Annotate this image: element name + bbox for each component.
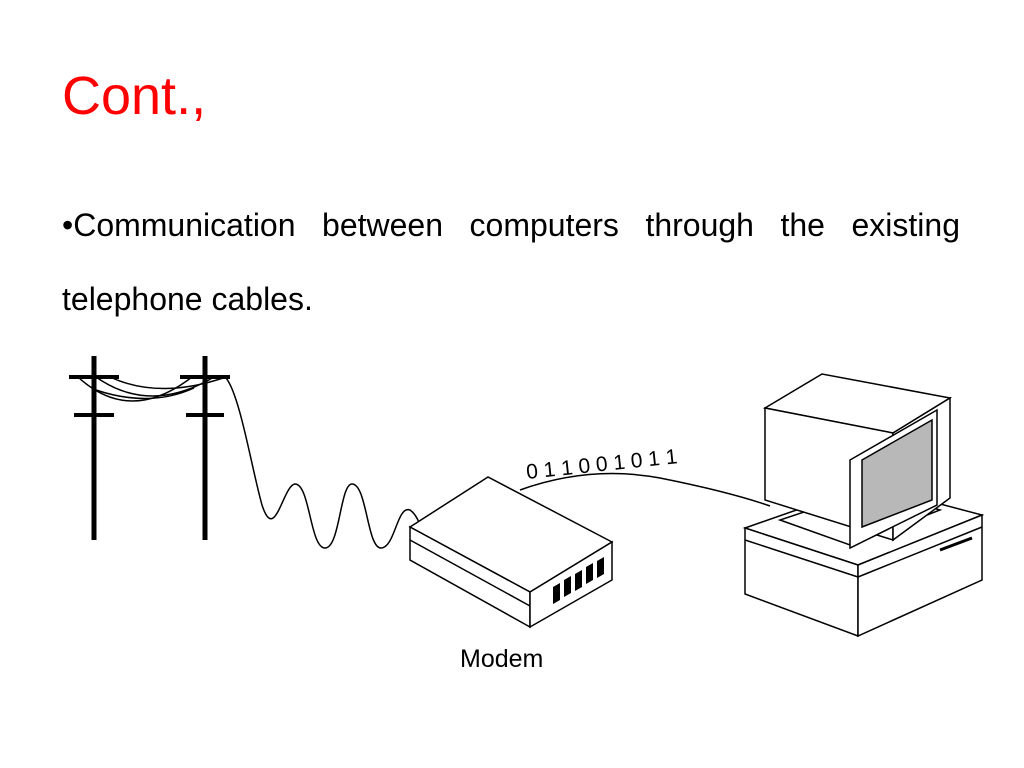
binary-data-label: 0 1 1 0 0 1 0 1 1 xyxy=(525,445,678,484)
telephone-pole-icon xyxy=(69,356,119,540)
bullet-text: Communication between computers through … xyxy=(62,207,960,317)
telephone-cable xyxy=(225,377,423,549)
slide-title: Cont., xyxy=(62,66,207,126)
modem-label: Modem xyxy=(460,645,543,673)
bullet-point: •Communication between computers through… xyxy=(62,188,960,336)
telephone-wires xyxy=(77,376,227,402)
telephone-pole-icon xyxy=(180,356,230,540)
computer-icon xyxy=(742,373,985,638)
bullet-symbol: • xyxy=(62,207,74,243)
data-cable xyxy=(519,472,771,507)
modem-icon xyxy=(408,476,614,629)
